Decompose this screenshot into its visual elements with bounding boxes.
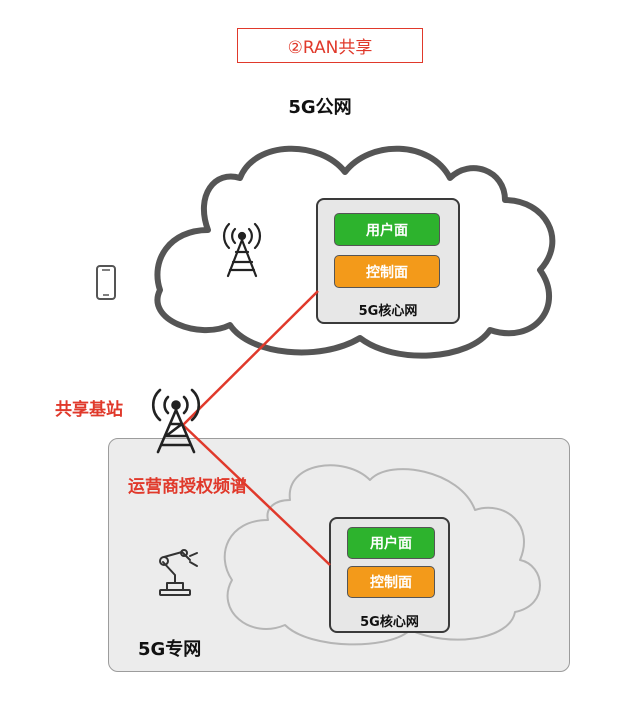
link-to-private-core [182, 424, 331, 566]
private-user-plane-label: 用户面 [370, 536, 412, 552]
private-control-plane-label: 控制面 [370, 575, 412, 591]
diagram-title: ②RAN共享 [237, 28, 423, 63]
public-user-plane: 用户面 [334, 213, 440, 246]
link-to-public-core [182, 290, 319, 426]
licensed-spectrum-label: 运营商授权频谱 [128, 477, 247, 497]
shared-tower-icon [151, 388, 201, 454]
shared-base-station-label: 共享基站 [55, 400, 123, 420]
private-control-plane: 控制面 [347, 566, 435, 598]
phone-icon [96, 265, 116, 300]
private-core-label: 5G核心网 [360, 615, 419, 630]
diagram-title-text: ②RAN共享 [287, 38, 373, 58]
private-user-plane: 用户面 [347, 527, 435, 559]
public-control-plane-label: 控制面 [366, 264, 408, 281]
public-network-label: 5G公网 [288, 97, 352, 118]
public-core-label: 5G核心网 [358, 304, 418, 319]
public-user-plane-label: 用户面 [366, 222, 408, 239]
robot-arm-icon [159, 549, 198, 596]
public-tower-icon [222, 222, 262, 278]
private-core-network: 用户面 控制面 5G核心网 [329, 517, 450, 633]
private-network-label: 5G专网 [138, 639, 202, 660]
public-control-plane: 控制面 [334, 255, 440, 288]
public-core-network: 用户面 控制面 5G核心网 [316, 198, 460, 324]
